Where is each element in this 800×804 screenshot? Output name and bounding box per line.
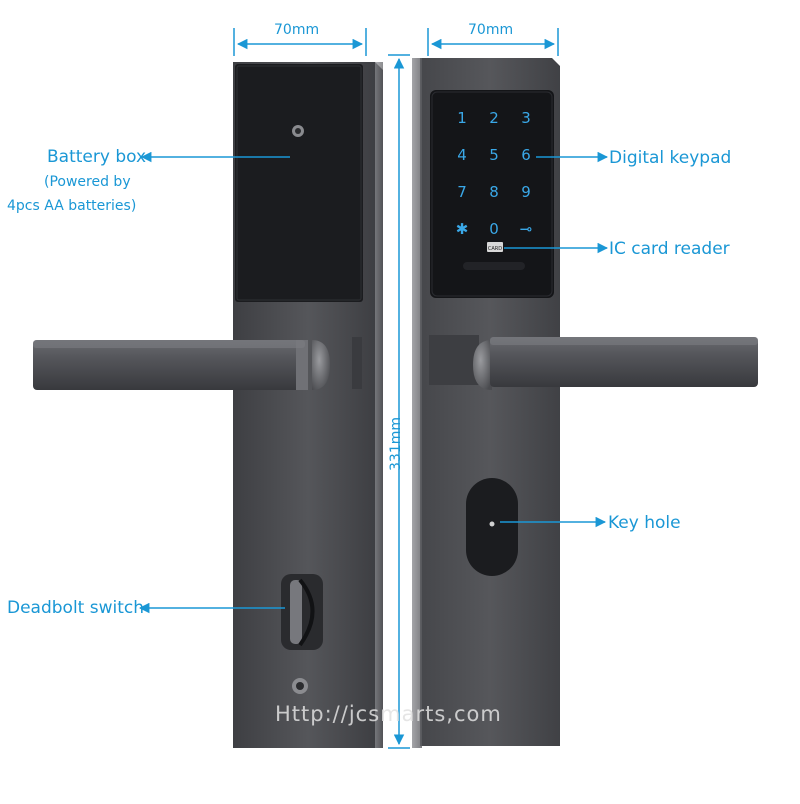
- keypad-key[interactable]: 9: [521, 183, 531, 201]
- battery-note-line2: 4pcs AA batteries): [7, 198, 137, 214]
- keypad-key[interactable]: 5: [489, 146, 499, 164]
- dimension-height-label: 331mm: [388, 417, 404, 471]
- watermark: Http://jcsmarts,com: [275, 702, 502, 726]
- keypad-key[interactable]: 4: [457, 146, 467, 164]
- dimension-right-width: [427, 28, 559, 56]
- dimension-height: [388, 54, 410, 749]
- dimension-right-width-label: 70mm: [468, 22, 514, 38]
- keypad-key[interactable]: 3: [521, 109, 531, 127]
- keypad-key[interactable]: ✱: [456, 220, 469, 238]
- ic-card-reader-label: IC card reader: [609, 239, 730, 259]
- battery-note-line1: (Powered by: [44, 174, 131, 190]
- dimension-left-width: [233, 28, 367, 56]
- card-text: CARD: [488, 246, 502, 252]
- keypad-key[interactable]: ⊸: [520, 220, 533, 238]
- keypad-key[interactable]: 6: [521, 146, 531, 164]
- key-hole-icon: [489, 521, 495, 527]
- key-hole-cover[interactable]: [466, 478, 518, 576]
- keypad-panel: [430, 90, 554, 298]
- inside-handle[interactable]: [33, 337, 362, 390]
- dimension-left-width-label: 70mm: [274, 22, 320, 38]
- deadbolt-thumb-turn[interactable]: [281, 574, 323, 650]
- key-hole-label: Key hole: [608, 513, 681, 533]
- digital-keypad-label: Digital keypad: [609, 148, 732, 168]
- keypad-key[interactable]: 7: [457, 183, 467, 201]
- keypad-keys[interactable]: 1 2 3 4 5 6 7 8 9 ✱ 0 ⊸: [456, 109, 533, 238]
- keypad-key[interactable]: 8: [489, 183, 499, 201]
- keypad-key[interactable]: 1: [457, 109, 467, 127]
- outside-handle[interactable]: [429, 335, 758, 390]
- battery-box-label: Battery box: [47, 147, 147, 167]
- bottom-screw-icon: [292, 678, 308, 694]
- card-reader[interactable]: CARD: [463, 242, 525, 270]
- deadbolt-switch-label: Deadbolt switch: [7, 598, 145, 618]
- keypad-key[interactable]: 2: [489, 109, 499, 127]
- keypad-key[interactable]: 0: [489, 220, 499, 238]
- battery-box-cover: [235, 64, 363, 302]
